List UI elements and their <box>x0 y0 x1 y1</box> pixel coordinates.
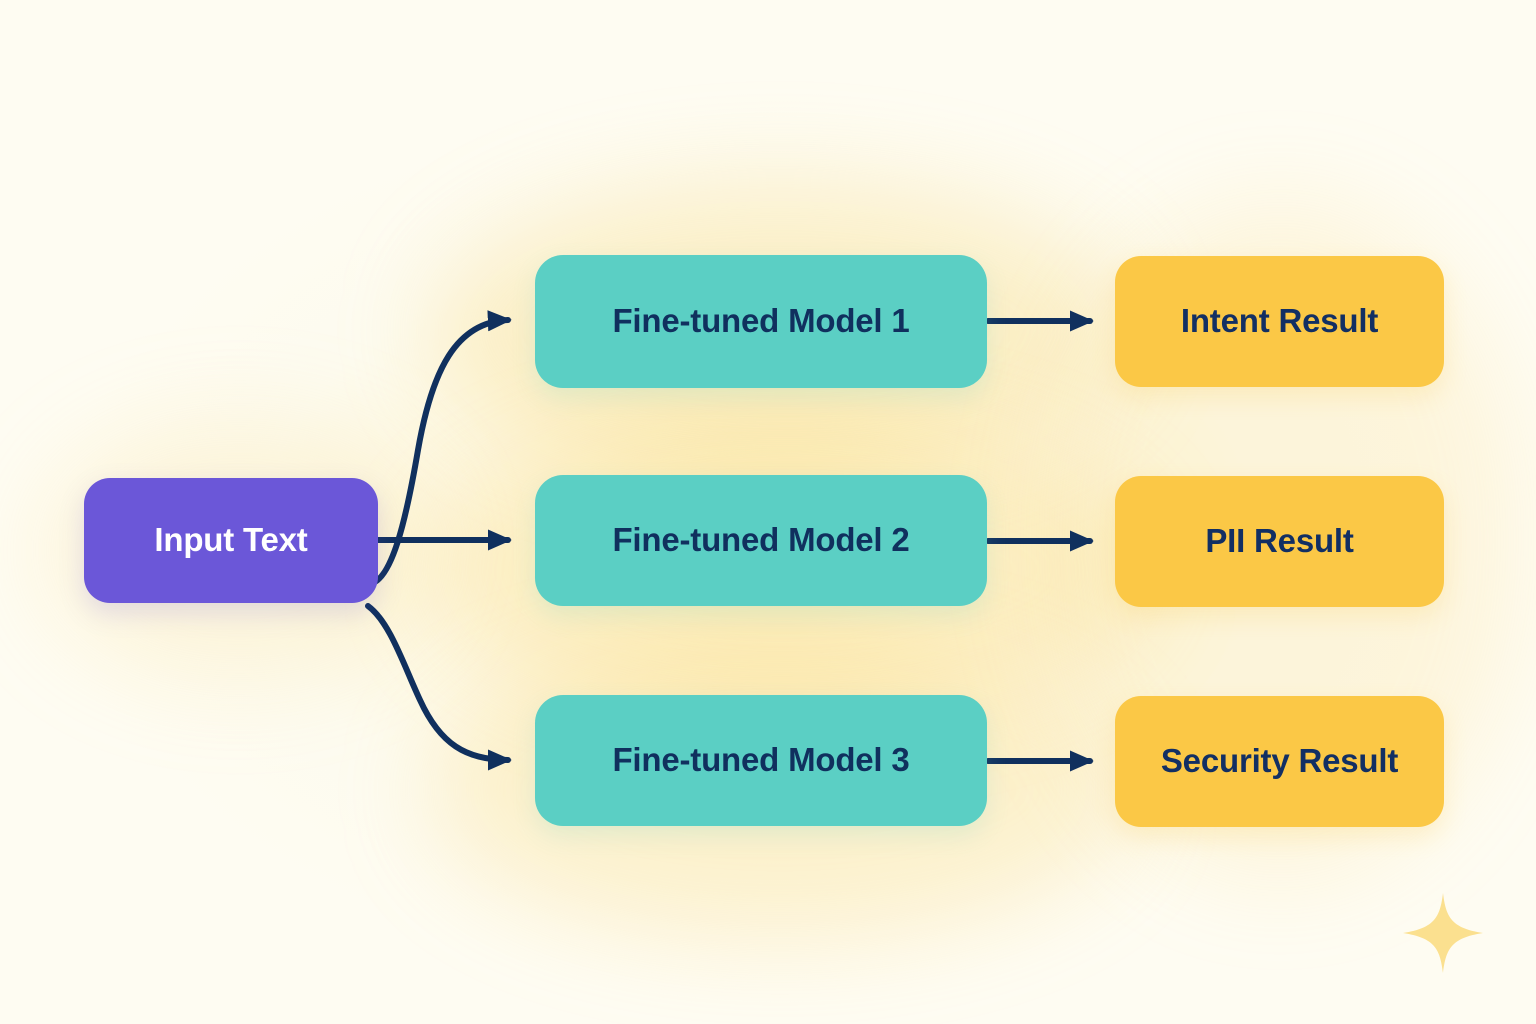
node-security-result-label: Security Result <box>1160 742 1399 780</box>
node-fine-tuned-model-2[interactable]: Fine-tuned Model 2 <box>535 475 987 606</box>
sparkle-icon <box>1403 893 1483 973</box>
node-input-text-label: Input Text <box>154 521 308 559</box>
edge-input-to-model-3 <box>365 603 512 771</box>
node-fine-tuned-model-3-label: Fine-tuned Model 3 <box>612 741 910 779</box>
node-intent-result-label: Intent Result <box>1180 302 1379 340</box>
node-fine-tuned-model-3[interactable]: Fine-tuned Model 3 <box>535 695 987 826</box>
node-intent-result[interactable]: Intent Result <box>1115 256 1444 387</box>
node-pii-result[interactable]: PII Result <box>1115 476 1444 607</box>
node-fine-tuned-model-2-label: Fine-tuned Model 2 <box>612 521 910 559</box>
node-input-text[interactable]: Input Text <box>84 478 378 603</box>
node-fine-tuned-model-1-label: Fine-tuned Model 1 <box>612 302 910 340</box>
node-security-result[interactable]: Security Result <box>1115 696 1444 827</box>
edge-input-to-model-1 <box>367 310 512 587</box>
node-fine-tuned-model-1[interactable]: Fine-tuned Model 1 <box>535 255 987 388</box>
node-pii-result-label: PII Result <box>1205 522 1354 560</box>
